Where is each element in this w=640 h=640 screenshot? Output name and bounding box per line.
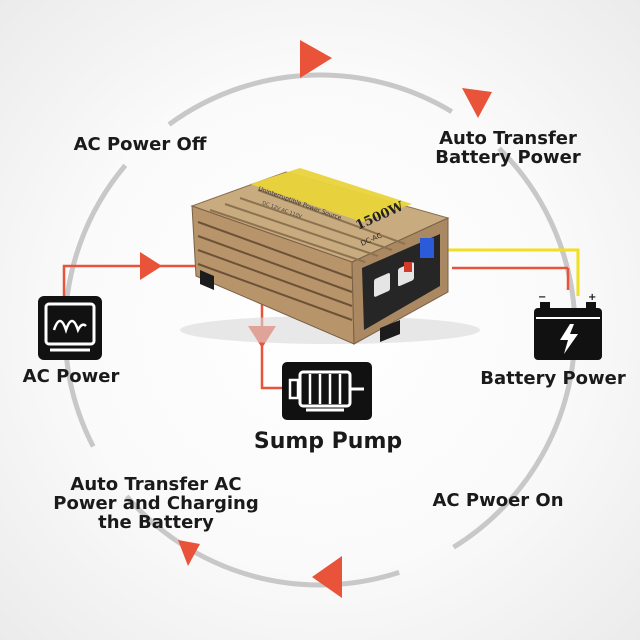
- battery-icon: − +: [534, 292, 602, 360]
- label-ac-power-on-text: AC Pwoer On: [432, 490, 564, 511]
- battery-minus: −: [538, 292, 546, 303]
- label-ac-power-off: AC Power Off: [60, 134, 220, 155]
- label-auto-transfer-battery: Auto Transfer Battery Power: [420, 128, 596, 168]
- label-ac-power: AC Power: [6, 366, 136, 387]
- label-battery-power-text: Battery Power: [480, 368, 626, 389]
- label-auto-transfer-ac-line3: the Battery: [98, 511, 214, 533]
- label-auto-transfer-ac-line2: Power and Charging: [53, 492, 259, 514]
- ring-arrow-bottom-left: [178, 540, 200, 566]
- power-switch: [404, 262, 412, 272]
- label-sump-pump: Sump Pump: [230, 430, 426, 453]
- ring-arrow-bottom: [312, 556, 342, 598]
- label-auto-transfer-battery-line1: Auto Transfer: [439, 128, 577, 149]
- label-battery-power: Battery Power: [468, 368, 638, 389]
- battery-yellow-wire: [446, 248, 580, 296]
- label-sump-pump-text: Sump Pump: [253, 429, 403, 454]
- label-auto-transfer-ac: Auto Transfer AC Power and Charging the …: [38, 474, 274, 533]
- sump-pump-icon: [282, 362, 372, 420]
- battery-plus: +: [588, 292, 596, 303]
- label-ac-power-off-text: AC Power Off: [73, 134, 207, 155]
- ac-power-icon: [38, 296, 102, 360]
- label-ac-power-text: AC Power: [22, 366, 120, 387]
- label-auto-transfer-battery-line2: Battery Power: [435, 146, 581, 168]
- outlet-1: [374, 273, 390, 297]
- inverter-device: Uninterruptible Power Source DC 12V AC 1…: [180, 168, 480, 345]
- ac-input-arrow: [140, 252, 162, 280]
- label-auto-transfer-ac-line1: Auto Transfer AC: [70, 474, 242, 495]
- ring-arrow-top: [300, 40, 332, 78]
- inverter-display: [420, 238, 434, 258]
- label-ac-power-on: AC Pwoer On: [418, 490, 578, 511]
- ring-arrow-top-right: [462, 88, 492, 118]
- ac-input-wire: [62, 264, 220, 296]
